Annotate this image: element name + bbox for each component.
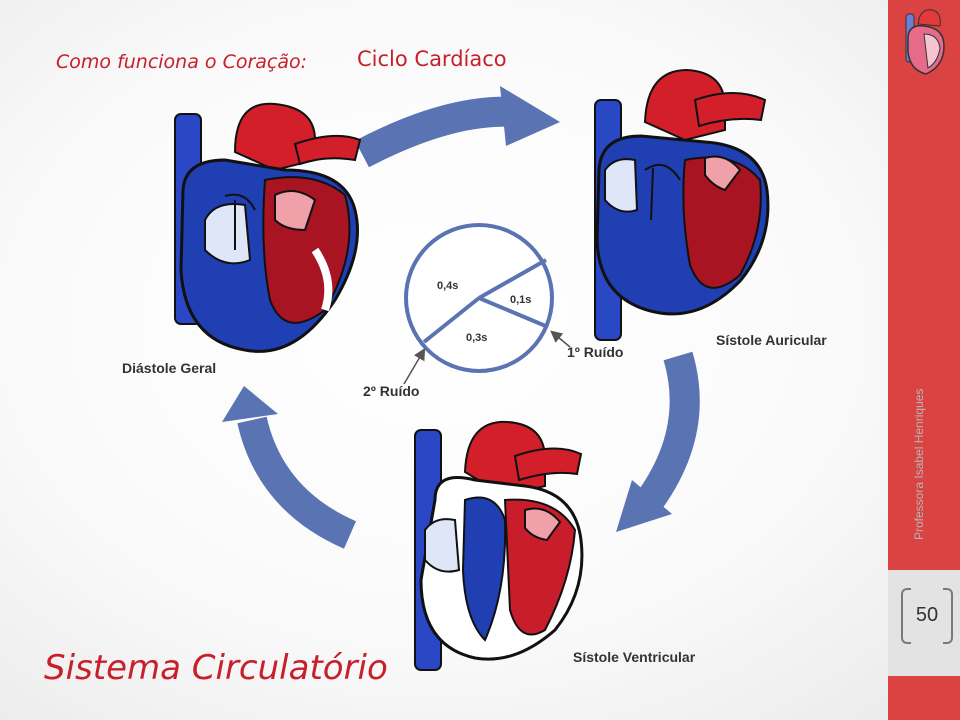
second-heart-sound-label: 2º Ruído [363, 383, 420, 399]
page-number-bracket-left [901, 588, 911, 644]
heart-logo-icon [905, 9, 945, 75]
cycle-arrow-top [355, 86, 560, 168]
pie-segment-label-3: 0,3s [466, 332, 488, 344]
label-diastole: Diástole Geral [122, 360, 217, 376]
label-atrial-systole: Sístole Auricular [716, 332, 827, 348]
second-sound-pointer [403, 347, 426, 385]
pie-segment-label-2: 0,1s [510, 294, 532, 306]
page-number: 50 [915, 603, 939, 626]
label-ventricular-systole: Sístole Ventricular [573, 649, 696, 665]
pie-divider-3 [422, 296, 481, 344]
cycle-pie-chart [404, 223, 554, 373]
slide: Como funciona o Coração: Ciclo Cardíaco … [44, 47, 827, 688]
page-number-panel [888, 570, 960, 676]
cycle-arrow-right [616, 351, 700, 532]
first-sound-pointer [550, 330, 571, 348]
pie-divider-2 [478, 296, 549, 329]
cardiac-cycle-diagram [174, 68, 770, 671]
heart-atrial-systole-illustration [594, 68, 770, 341]
heart-diastole-illustration [174, 102, 362, 353]
cycle-arrow-left [222, 386, 357, 549]
page-number-bracket-right [943, 588, 953, 644]
side-bar [888, 0, 960, 720]
pie-segment-label-1: 0,4s [437, 280, 459, 292]
author-credit: Professora Isabel Henriques [912, 388, 926, 540]
first-heart-sound-label: 1º Ruído [567, 344, 624, 360]
heart-ventricular-systole-illustration [414, 420, 584, 671]
slide-title: Sistema Circulatório [44, 648, 388, 688]
pie-divider-1 [478, 258, 547, 300]
header-title: Ciclo Cardíaco [357, 47, 507, 71]
header-subtitle: Como funciona o Coração: [56, 51, 308, 73]
